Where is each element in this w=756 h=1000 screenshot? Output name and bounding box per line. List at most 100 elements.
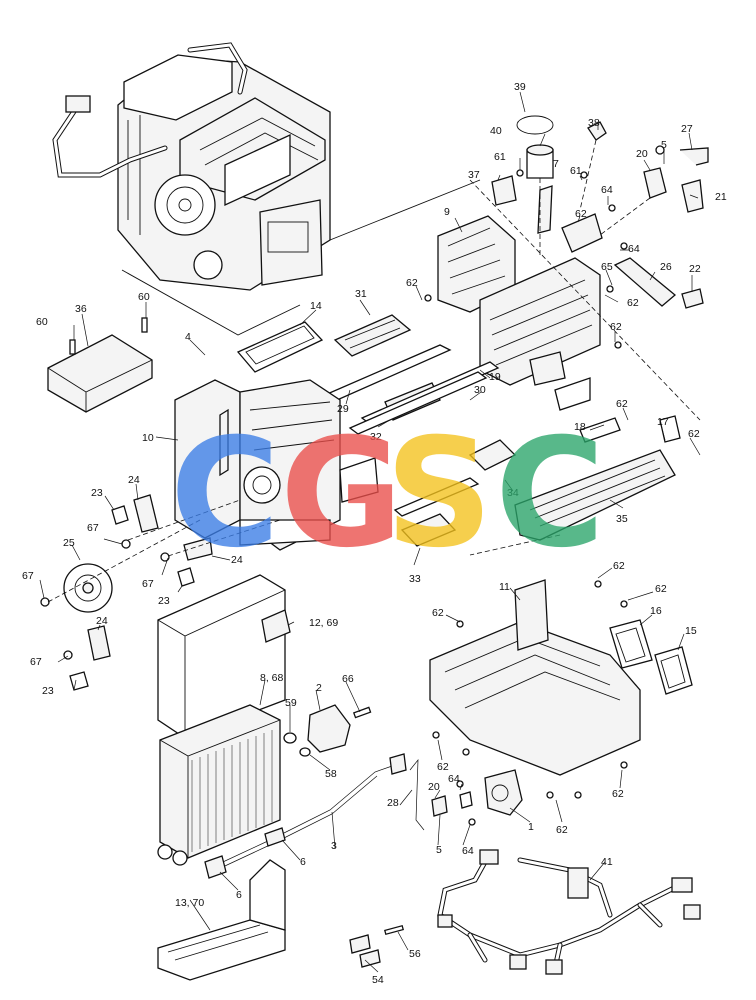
heater-core-8 xyxy=(157,704,281,866)
callout-59: 59 xyxy=(285,697,297,709)
callout-62: 62 xyxy=(655,583,667,595)
callout-36: 36 xyxy=(75,303,87,315)
callout-26: 26 xyxy=(660,261,672,273)
callout-20: 20 xyxy=(636,148,648,160)
callout-17: 17 xyxy=(657,416,669,428)
watermark-letter-s: S xyxy=(385,407,493,581)
callout-62: 62 xyxy=(627,297,639,309)
callout-14: 14 xyxy=(310,300,322,312)
assembly-boundary xyxy=(121,179,481,336)
callout-61: 61 xyxy=(570,165,582,177)
callout-65: 65 xyxy=(601,261,613,273)
callout-6: 6 xyxy=(300,856,306,868)
callout-41: 41 xyxy=(601,856,613,868)
callout-60: 60 xyxy=(36,316,48,328)
callout-9: 9 xyxy=(444,206,450,218)
actuator-1 xyxy=(409,758,523,831)
callout-66: 66 xyxy=(342,673,354,685)
callout-19: 19 xyxy=(489,371,501,383)
leader-lines xyxy=(39,91,701,973)
callout-62: 62 xyxy=(613,560,625,572)
lower-cover-13 xyxy=(157,859,405,981)
callout-67: 67 xyxy=(22,570,34,582)
callout-18: 18 xyxy=(574,421,586,433)
callout-24: 24 xyxy=(128,474,140,486)
callout-8-68: 8, 68 xyxy=(260,672,284,684)
callout-28: 28 xyxy=(387,797,399,809)
callout-62: 62 xyxy=(556,824,568,836)
callout-62: 62 xyxy=(437,761,449,773)
callout-24: 24 xyxy=(231,554,243,566)
callout-64: 64 xyxy=(601,184,613,196)
callout-32: 32 xyxy=(370,431,382,443)
callout-58: 58 xyxy=(325,768,337,780)
callout-12-69: 12, 69 xyxy=(309,617,338,629)
callout-11: 11 xyxy=(499,581,510,593)
control-module-36 xyxy=(47,317,153,413)
callout-30: 30 xyxy=(474,384,486,396)
callout-67: 67 xyxy=(30,656,42,668)
duct-35 xyxy=(393,179,701,556)
callout-24: 24 xyxy=(96,615,108,627)
left-small-parts xyxy=(40,494,281,691)
callout-64: 64 xyxy=(448,773,460,785)
callout-20: 20 xyxy=(428,781,440,793)
callout-10: 10 xyxy=(142,432,154,444)
callout-61: 61 xyxy=(494,151,506,163)
lower-case-11 xyxy=(429,579,693,799)
upper-right-parts xyxy=(491,115,709,309)
callout-25: 25 xyxy=(63,537,75,549)
valve-2 xyxy=(283,704,372,757)
callout-67: 67 xyxy=(142,578,154,590)
watermark-letter-c: C xyxy=(170,407,280,581)
callout-35: 35 xyxy=(616,513,628,525)
watermark-letter-c2: C xyxy=(495,407,605,581)
callout-6: 6 xyxy=(236,889,242,901)
callout-39: 39 xyxy=(514,81,526,93)
callout-33: 33 xyxy=(409,573,421,585)
callout-54: 54 xyxy=(372,974,384,986)
callout-29: 29 xyxy=(337,403,349,415)
callout-34: 34 xyxy=(507,487,519,499)
callout-56: 56 xyxy=(409,948,421,960)
callout-22: 22 xyxy=(689,263,701,275)
callout-31: 31 xyxy=(355,288,367,300)
callout-37: 37 xyxy=(468,169,480,181)
watermark-letter-g: G xyxy=(280,407,403,581)
callout-62: 62 xyxy=(610,321,622,333)
callout-40: 40 xyxy=(490,125,502,137)
callout-7: 7 xyxy=(553,158,559,170)
callout-23: 23 xyxy=(91,487,103,499)
callout-2: 2 xyxy=(316,682,322,694)
callout-15: 15 xyxy=(685,625,697,637)
callout-27: 27 xyxy=(681,123,693,135)
callout-62: 62 xyxy=(406,277,418,289)
callout-62: 62 xyxy=(612,788,624,800)
callout-38: 38 xyxy=(588,117,600,129)
callout-60: 60 xyxy=(138,291,150,303)
callout-23: 23 xyxy=(42,685,54,697)
callout-4: 4 xyxy=(185,331,191,343)
watermark: C G S C xyxy=(170,407,605,581)
callout-1: 1 xyxy=(528,821,534,833)
callout-64: 64 xyxy=(462,845,474,857)
callout-62: 62 xyxy=(688,428,700,440)
callout-5: 5 xyxy=(661,139,667,151)
callout-67: 67 xyxy=(87,522,99,534)
callout-21: 21 xyxy=(715,191,727,203)
callout-5: 5 xyxy=(436,844,442,856)
wiring-harness-41 xyxy=(437,849,701,975)
callout-62: 62 xyxy=(432,607,444,619)
callout-64: 64 xyxy=(628,243,640,255)
heater-case-10 xyxy=(174,379,379,551)
callout-62: 62 xyxy=(575,208,587,220)
callout-13-70: 13, 70 xyxy=(175,897,204,909)
upper-case-9 xyxy=(424,215,622,411)
callout-16: 16 xyxy=(650,605,662,617)
callout-labels: 39 38 40 27 5 20 61 7 61 37 64 21 62 9 6… xyxy=(22,81,727,986)
assembled-hvac-unit xyxy=(52,42,331,291)
callout-23: 23 xyxy=(158,595,170,607)
callout-3: 3 xyxy=(331,840,337,852)
callout-62: 62 xyxy=(616,398,628,410)
